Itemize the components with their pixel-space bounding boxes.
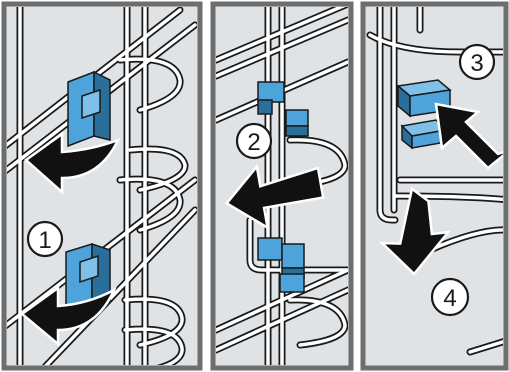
step-2-label: 2 (247, 129, 260, 156)
step-1-badge: 1 (28, 222, 62, 256)
step-4-badge: 4 (432, 279, 468, 315)
step-2-badge: 2 (237, 124, 271, 158)
panel-1: 1 (0, 0, 200, 372)
rack-clip-upper (68, 72, 110, 146)
panel-3: 3 4 (363, 0, 509, 368)
step-3-badge: 3 (460, 45, 494, 79)
panel-2: 2 (213, 0, 351, 372)
step-4-label: 4 (443, 285, 456, 312)
step-3-label: 3 (470, 50, 483, 77)
step-1-label: 1 (38, 227, 51, 254)
